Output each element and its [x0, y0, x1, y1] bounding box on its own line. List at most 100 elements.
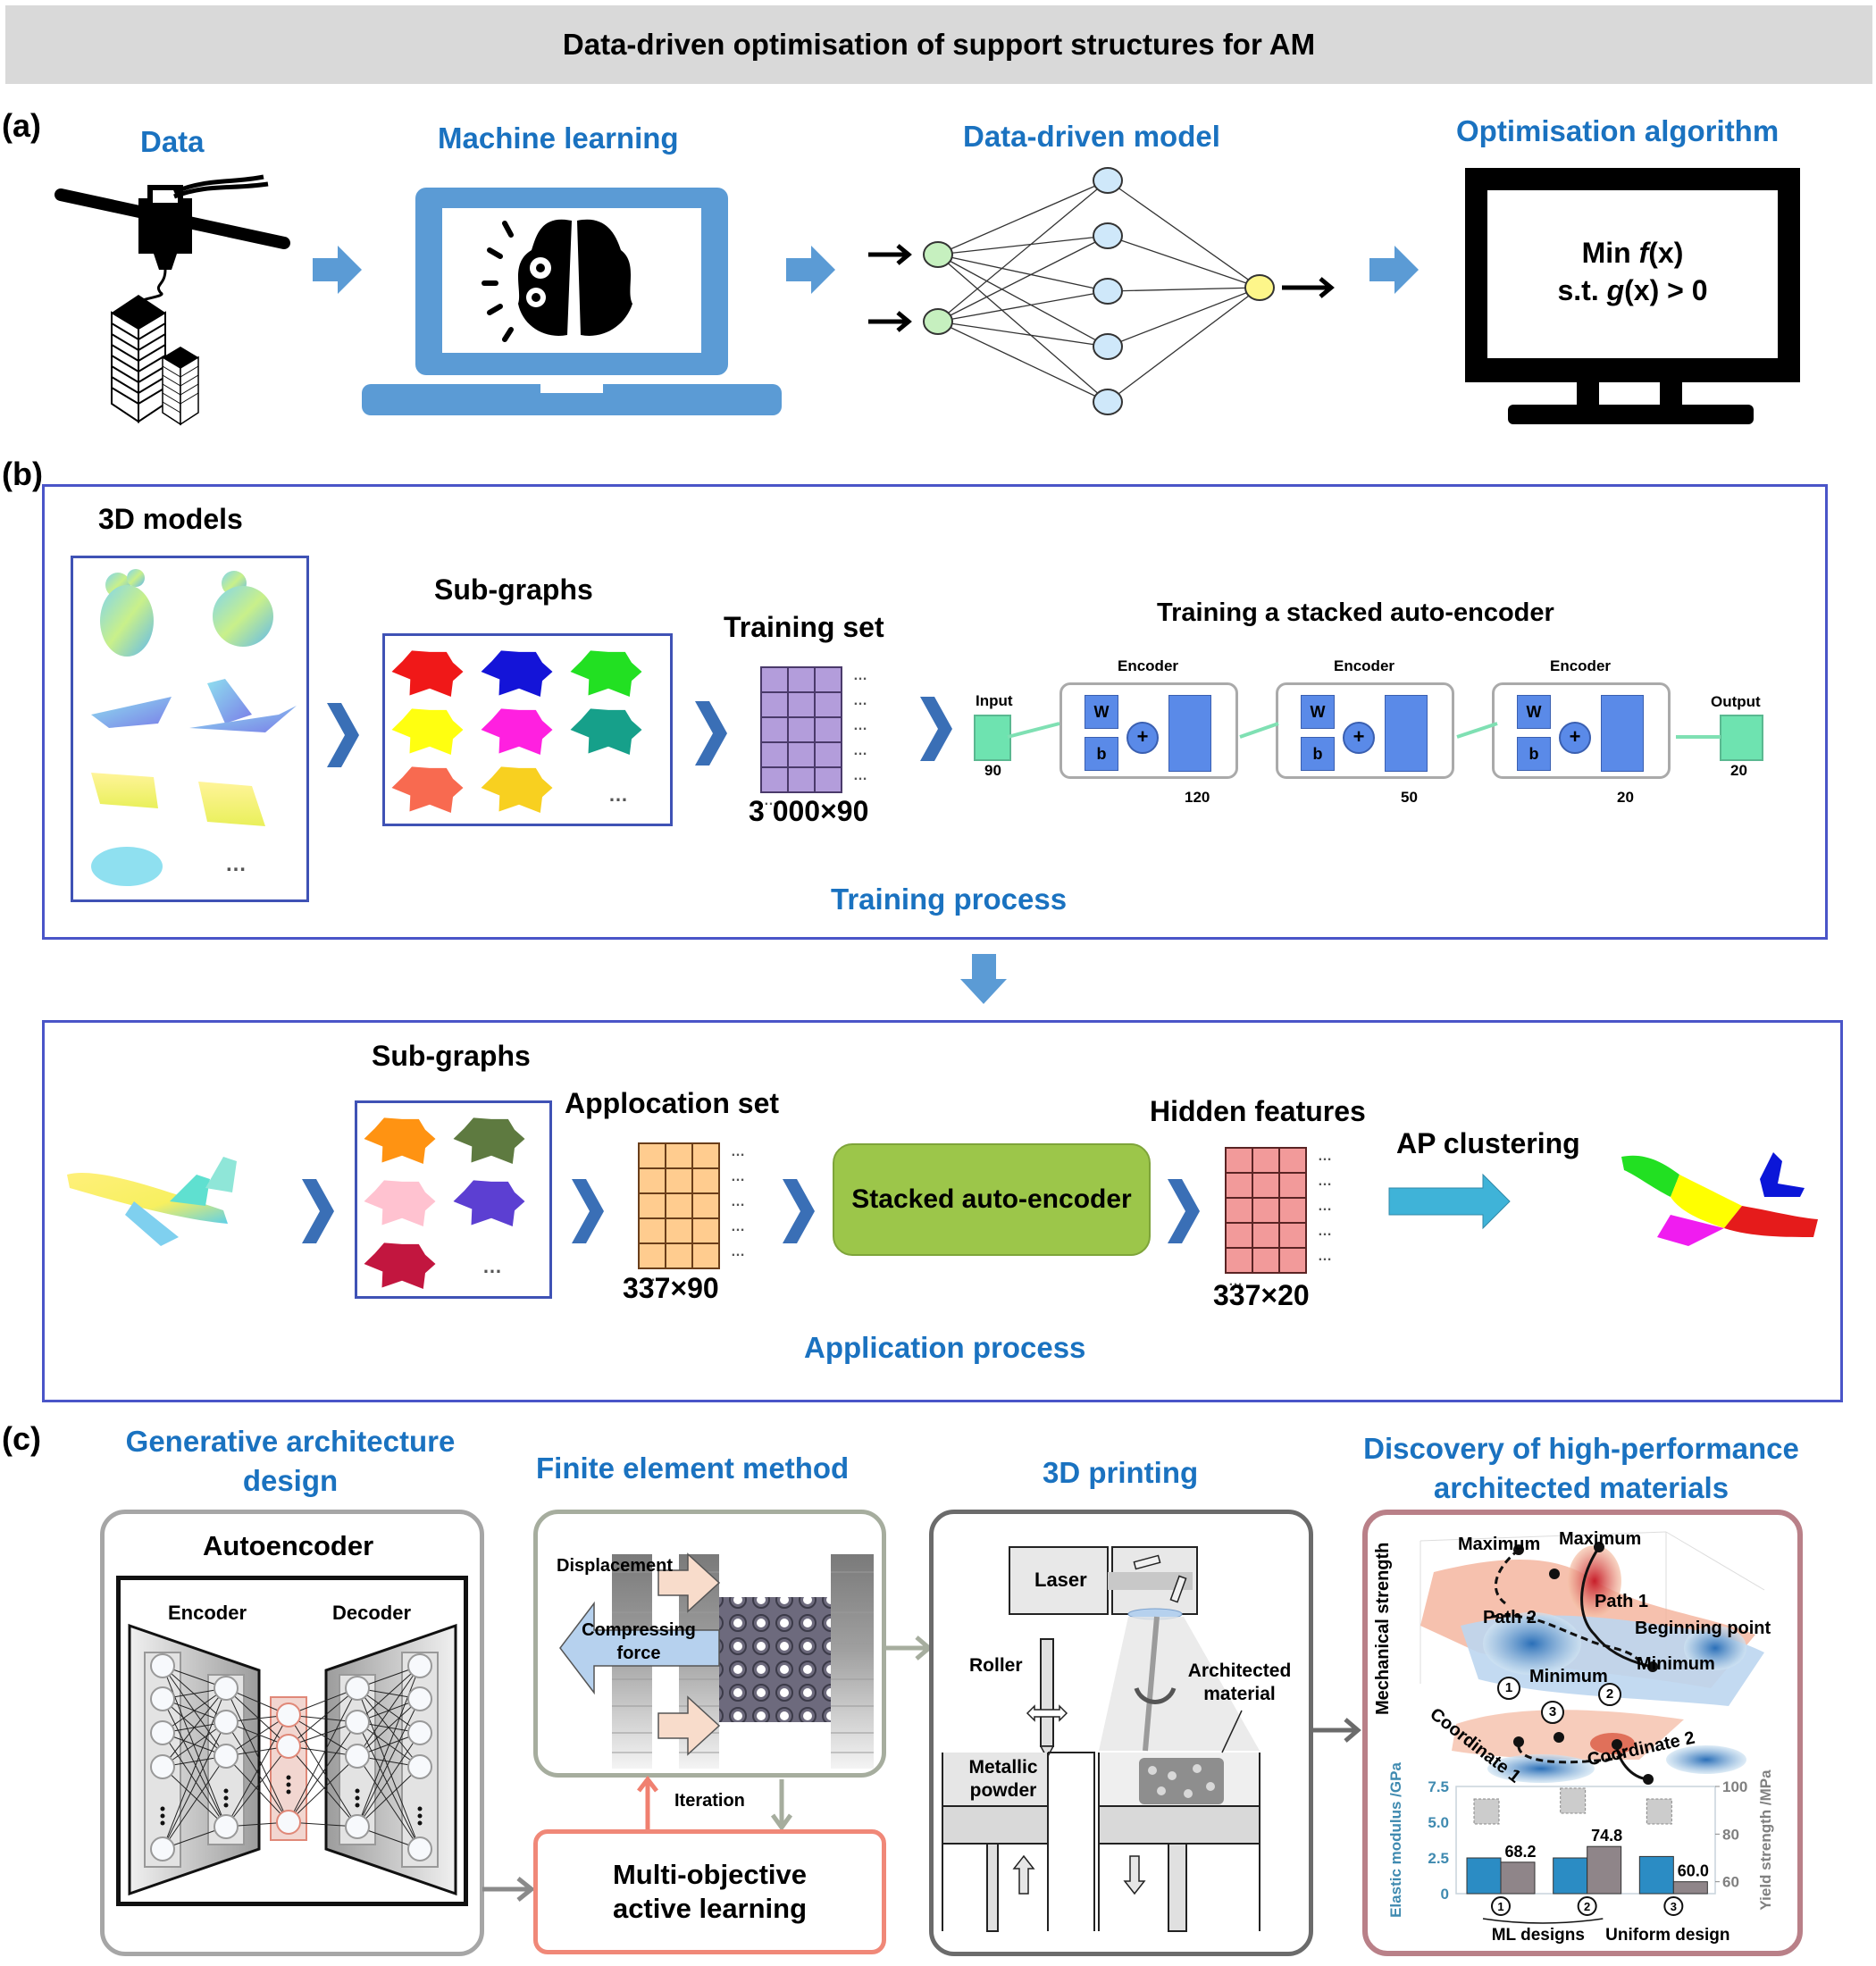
sum-node-icon: + — [1559, 722, 1591, 754]
sae-connections — [1007, 722, 1721, 739]
activation-function-icon — [1601, 695, 1644, 772]
activation-function-icon — [1385, 695, 1428, 772]
material-line2: material — [1203, 1684, 1276, 1704]
ae-ellipsis-dot — [160, 1820, 165, 1826]
matrix-cell — [665, 1167, 693, 1194]
matrix-cell — [1252, 1197, 1280, 1224]
sub-graphs-thumbnails: … — [391, 650, 642, 813]
marker-1: 1 — [1497, 1677, 1520, 1700]
sub-graphs-box: … — [382, 633, 673, 826]
category-marker — [1577, 1896, 1597, 1916]
encoder-label: Encoder — [1118, 657, 1179, 674]
teddy-model-icon — [213, 571, 273, 647]
matrix-cell — [814, 716, 842, 743]
matrix-cell — [1278, 1172, 1307, 1199]
training-set-size: 3 000×90 — [749, 795, 869, 827]
compressing-force-arrow — [559, 1601, 720, 1695]
powder-line1: Metallic — [968, 1757, 1038, 1778]
y-axis-mechanical-strength: Mechanical strength — [1373, 1542, 1393, 1715]
minimum-label-2: Minimum — [1637, 1654, 1715, 1674]
heading-machine-learning: Machine learning — [438, 121, 679, 155]
marker-2: 2 — [1598, 1683, 1621, 1706]
application-set-label: Applocation set — [565, 1087, 780, 1119]
matrix-cell — [1252, 1247, 1280, 1274]
ae-ellipsis-dot — [286, 1782, 291, 1787]
activation-function-icon — [1168, 695, 1211, 772]
matrix-ellipsis: … — [731, 1219, 745, 1234]
hidden-features-label: Hidden features — [1150, 1095, 1366, 1127]
ae-ellipsis-dot — [417, 1813, 423, 1819]
encoder-block — [1059, 682, 1238, 779]
bar-yield-strength — [1587, 1845, 1622, 1895]
ae-ellipsis-dot — [223, 1788, 229, 1794]
training-set-label: Training set — [724, 611, 884, 643]
matrix-cell — [814, 691, 842, 718]
matrix-cell — [665, 1217, 693, 1244]
bar-yield-strength — [1500, 1861, 1536, 1895]
formula-g-arg: (x) > 0 — [1624, 274, 1708, 306]
models-ellipsis: … — [225, 852, 247, 876]
chevron-right-icon — [783, 1179, 815, 1243]
application-process-frame — [42, 1020, 1843, 1402]
sub-graph-shape — [364, 1242, 436, 1289]
matrix-cell — [1225, 1247, 1253, 1274]
airplane-model-icon — [91, 697, 172, 728]
ae-neuron — [407, 1836, 432, 1861]
ae-neuron — [214, 1814, 239, 1839]
ae-neuron — [276, 1702, 301, 1728]
ae-neuron — [345, 1744, 370, 1769]
nn-hidden-node — [1093, 222, 1123, 249]
matrix-cell — [691, 1142, 720, 1169]
lattice-thumbnail-icon — [1560, 1787, 1587, 1814]
matrix-cell — [1252, 1147, 1280, 1174]
chevron-right-icon — [920, 697, 952, 761]
matrix-cell — [638, 1217, 666, 1244]
matrix-cell — [787, 766, 816, 793]
sub-graph-shape — [391, 708, 464, 755]
displacement-arrow-bottom — [657, 1695, 721, 1756]
ae-ellipsis-dot — [417, 1806, 423, 1811]
autoencoder-network-icon — [128, 1623, 457, 1896]
sub-graph-shape — [364, 1117, 436, 1164]
x-tick-label: 2 — [1584, 1900, 1590, 1913]
chevron-right-icon — [1168, 1179, 1200, 1243]
matrix-cell — [1252, 1222, 1280, 1249]
ae-neuron — [214, 1744, 239, 1769]
group-label-ml-designs: ML designs — [1492, 1926, 1585, 1945]
ae-neuron — [150, 1754, 175, 1779]
y-tick-label-right: 100 — [1722, 1778, 1747, 1795]
heading-discovery: Discovery of high-performance architecte… — [1363, 1432, 1799, 1504]
3d-models-thumbnails: … — [91, 569, 297, 886]
sub-graph-shape — [481, 766, 553, 813]
nn-input-node — [923, 241, 953, 268]
matrix-cell — [787, 741, 816, 768]
path-2-label: Path 2 — [1483, 1608, 1537, 1627]
nn-output-node — [1244, 274, 1275, 301]
matrix-cell — [691, 1242, 720, 1269]
bar-elastic-modulus — [1553, 1857, 1588, 1895]
y-axis-label-left: Elastic modulus /GPa — [1387, 1762, 1404, 1918]
ae-ellipsis-dot — [286, 1775, 291, 1780]
slm-printer-illustration — [942, 1546, 1260, 1932]
matrix-ellipsis: … — [641, 1269, 656, 1284]
matrix-cell — [1225, 1147, 1253, 1174]
matrix-ellipsis: … — [853, 668, 867, 683]
formula-g: g — [1606, 274, 1625, 306]
3d-models-box: … — [71, 556, 309, 902]
matrix-cell — [691, 1192, 720, 1219]
heading-data: Data — [140, 125, 205, 158]
panel-c-label: (c) — [2, 1420, 41, 1457]
sae-input-size: 90 — [984, 762, 1001, 779]
matrix-cell — [760, 766, 789, 793]
matrix-cell — [787, 666, 816, 693]
x-tick-label: 3 — [1671, 1900, 1677, 1913]
sub-graphs-ellipsis: … — [608, 783, 628, 806]
matrix-ellipsis: … — [1228, 1274, 1243, 1289]
matrix-cell — [691, 1217, 720, 1244]
arrow-right-icon — [1313, 1718, 1361, 1743]
heading-3d-printing: 3D printing — [1043, 1456, 1199, 1489]
y-tick-label-right: 80 — [1722, 1826, 1739, 1843]
matrix-cell — [1278, 1247, 1307, 1274]
application-process-label: Application process — [804, 1331, 1086, 1364]
